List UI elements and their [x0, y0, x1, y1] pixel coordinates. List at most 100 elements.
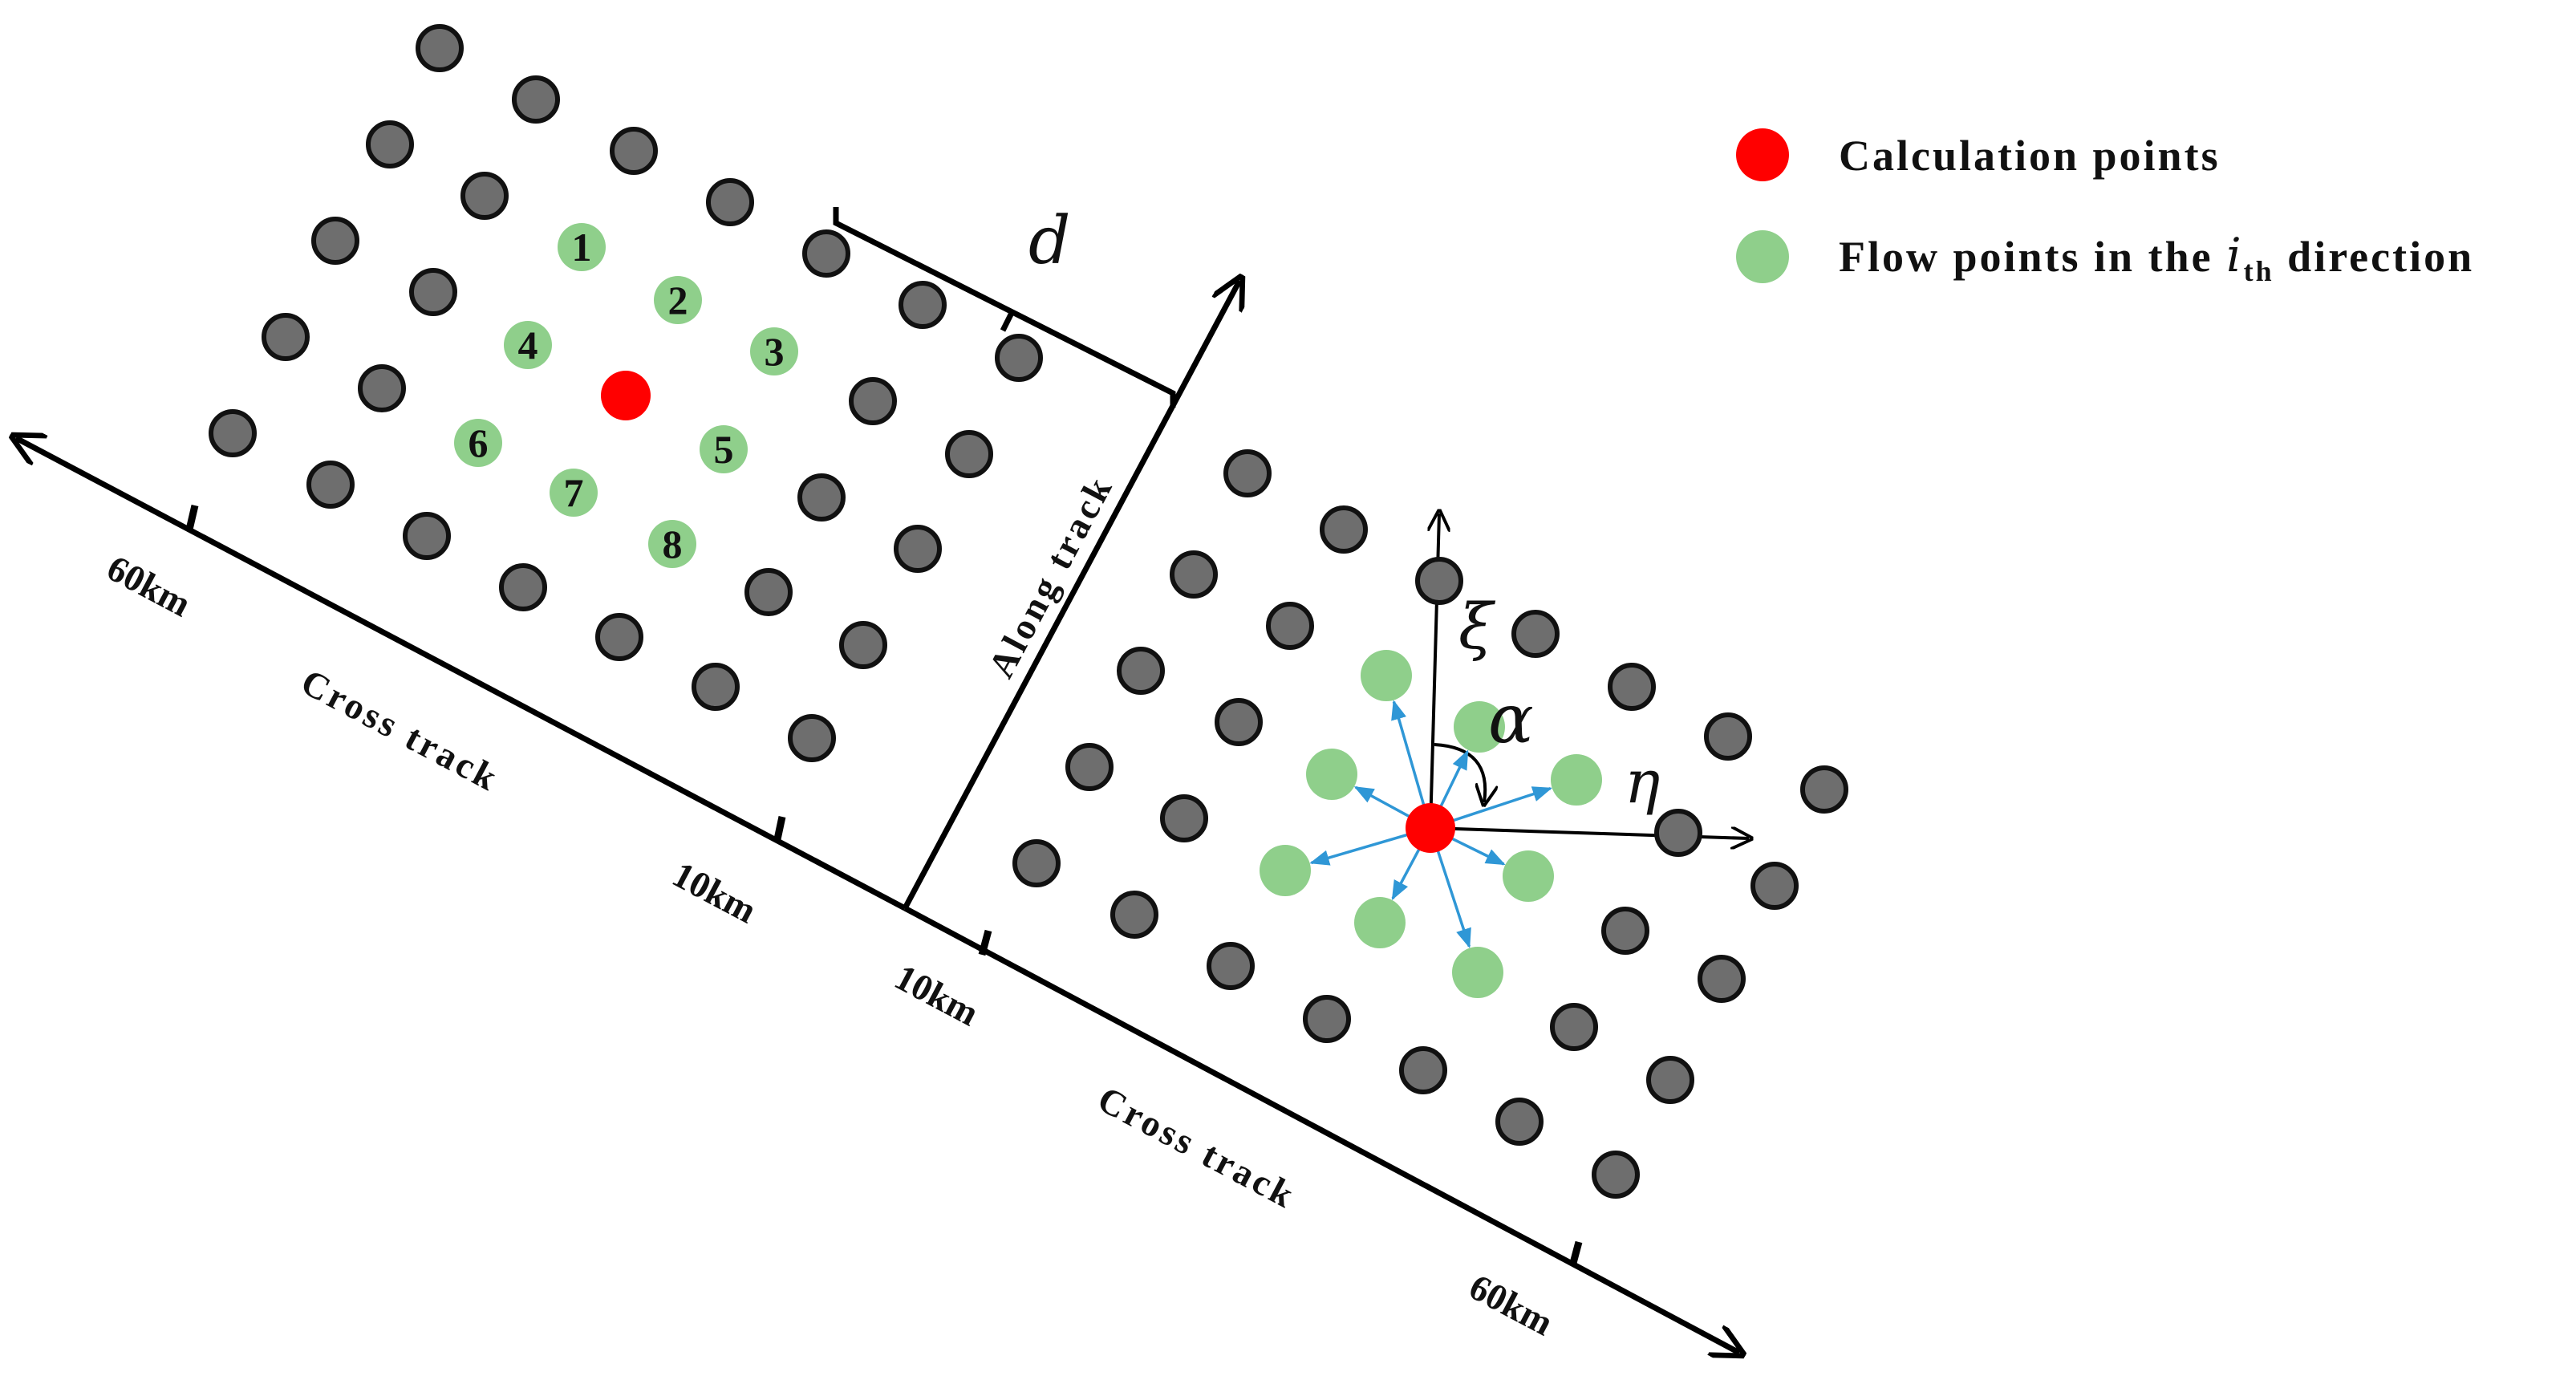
label-alpha: α: [1488, 680, 1534, 758]
legend-calculation-label: Calculation points: [1839, 132, 2221, 180]
flow-arrow: [1451, 837, 1506, 866]
grid-point: [311, 217, 359, 265]
flow-point-3: [750, 327, 798, 375]
flow-point-number: 1: [572, 225, 592, 270]
grid-point: [595, 613, 643, 661]
spacing-bracket-tick: [1000, 310, 1016, 332]
flow-point-number: 4: [518, 323, 538, 367]
grid-point: [1160, 794, 1208, 842]
right-tick-10km: [978, 929, 992, 956]
grid-point: [1303, 995, 1351, 1043]
flow-point-number: 7: [564, 470, 584, 515]
flow-point-6: [454, 419, 502, 467]
grid-point: [802, 229, 850, 278]
grid-point: [1117, 647, 1165, 695]
flow-point-8: [648, 520, 696, 568]
grid-point: [499, 563, 547, 611]
grid-point: [1170, 550, 1218, 599]
grid-point: [1207, 942, 1255, 990]
grid-point: [839, 621, 887, 669]
flow-arrow: [1436, 850, 1471, 949]
grid-point: [1704, 712, 1752, 761]
left-calculation-point: [601, 371, 651, 420]
flow-point-number: 3: [765, 329, 785, 374]
grid-point: [1110, 891, 1158, 939]
grid-point: [1415, 557, 1463, 605]
legend-flow-i: i: [2226, 228, 2244, 282]
flow-point: [1260, 845, 1311, 896]
grid-point: [744, 568, 793, 616]
left-label-10km: 10km: [666, 854, 763, 931]
grid-point: [1511, 610, 1560, 658]
grid-point: [788, 714, 836, 762]
right-label-cross-track: Cross track: [1091, 1078, 1303, 1217]
right-cross-track-axis: [903, 905, 1739, 1353]
right-calculation-point: [1406, 803, 1455, 853]
flow-point-number: 8: [663, 522, 683, 566]
spacing-bracket: [833, 207, 1176, 408]
grid-point: [1646, 1056, 1694, 1104]
label-xi: ξ: [1458, 591, 1496, 664]
right-label-10km: 10km: [888, 956, 985, 1034]
grid-point: [1495, 1098, 1544, 1146]
label-along-track: Along track: [980, 468, 1121, 684]
legend-flow-marker: [1736, 230, 1789, 283]
legend-flow-sub: th: [2244, 255, 2274, 287]
grid-point: [1608, 663, 1656, 711]
grid-point: [1065, 743, 1114, 791]
left-cross-track-axis: [16, 438, 907, 911]
grid-point: [995, 334, 1043, 382]
grid-point: [409, 268, 457, 316]
flow-point-2: [654, 276, 702, 324]
flow-arrow: [1309, 833, 1408, 866]
right-grid-points: [1012, 449, 1848, 1199]
flow-point: [1306, 749, 1357, 800]
grid-point: [945, 430, 993, 478]
grid-point: [1601, 907, 1649, 955]
grid-point: [1750, 862, 1799, 910]
left-label-60km: 60km: [100, 547, 197, 625]
right-label-60km: 60km: [1462, 1266, 1560, 1344]
grid-point: [1266, 602, 1314, 650]
grid-point: [1399, 1046, 1447, 1094]
grid-point: [610, 127, 658, 175]
grid-point: [1215, 698, 1263, 746]
left-tick-60km: [185, 504, 199, 531]
flow-arrow: [1353, 785, 1410, 818]
flow-point: [1361, 650, 1412, 701]
legend: Calculation points Flow points in the it…: [1736, 128, 2474, 287]
flow-arrow: [1391, 848, 1421, 901]
grid-point: [460, 172, 509, 220]
grid-point: [849, 377, 897, 425]
along-track-axis: [902, 281, 1239, 910]
flow-direction-arrows: [1309, 700, 1553, 949]
flow-point: [1551, 754, 1602, 806]
flow-point-7: [550, 469, 598, 517]
flow-arrow: [1452, 786, 1553, 822]
grid-point: [366, 120, 414, 168]
flow-point-number: 2: [668, 278, 688, 323]
grid-point: [1592, 1151, 1640, 1199]
grid-point: [306, 461, 355, 509]
grid-point: [512, 75, 560, 124]
grid-point: [899, 281, 947, 329]
legend-flow-label: Flow points in the ith direction: [1839, 228, 2474, 287]
flow-point: [1452, 947, 1503, 998]
grid-point: [1012, 839, 1061, 887]
grid-point: [1800, 765, 1848, 814]
flow-point-4: [504, 321, 552, 369]
flow-point-number: 5: [714, 427, 734, 472]
grid-point: [1698, 955, 1746, 1003]
right-flow-points: [1260, 650, 1602, 998]
label-eta: η: [1625, 748, 1660, 817]
grid-point: [358, 364, 406, 412]
grid-point: [1223, 449, 1272, 497]
grid-point: [797, 473, 846, 522]
grid-point: [1550, 1003, 1598, 1051]
grid-point: [894, 525, 942, 573]
flow-point: [1503, 850, 1554, 902]
grid-point: [1320, 505, 1368, 554]
flow-arrow: [1391, 700, 1426, 806]
label-d: d: [1028, 203, 1071, 279]
left-tick-10km: [773, 816, 786, 840]
